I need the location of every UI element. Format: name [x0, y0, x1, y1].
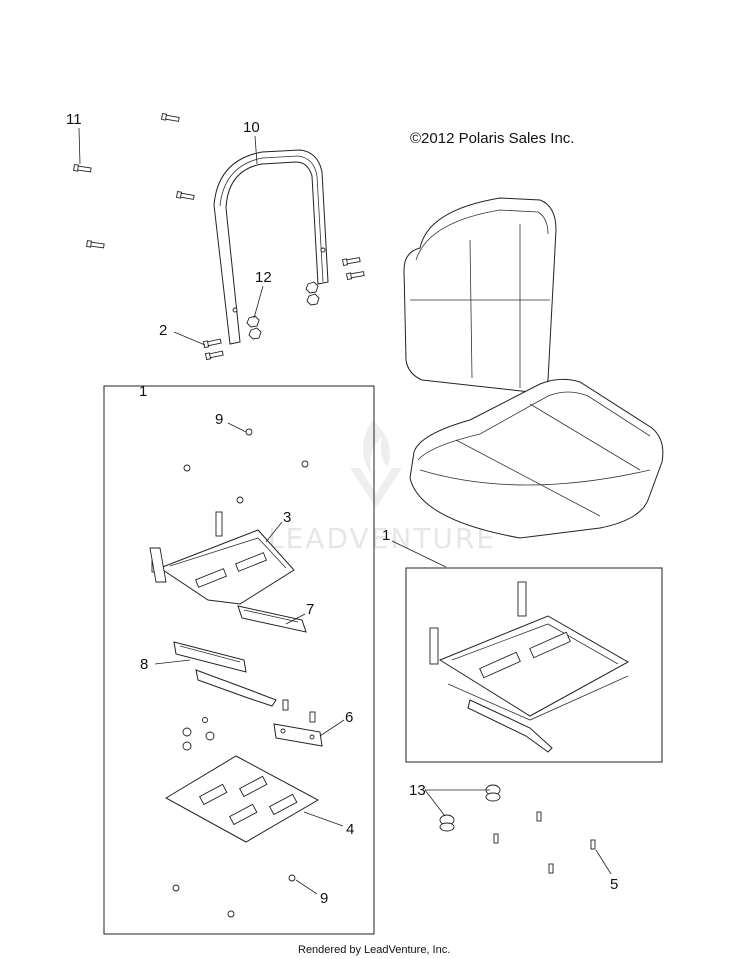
assembled-seat-base: [429, 581, 630, 753]
callout-6: 6: [345, 709, 353, 726]
grab-bar: [213, 149, 329, 345]
callout-7: 7: [306, 601, 314, 618]
bumpers-13: [439, 784, 501, 832]
watermark-text: LEADVENTURE: [268, 522, 496, 555]
copyright-text: ©2012 Polaris Sales Inc.: [410, 130, 574, 147]
callout-2: 2: [159, 322, 167, 339]
callout-9-bottom: 9: [320, 890, 328, 907]
screws-5: [493, 811, 596, 874]
seat-base-frame: [149, 511, 295, 605]
seat-rail-7: [237, 605, 307, 633]
seat-rail-8: [173, 641, 277, 707]
spacer-block: [273, 723, 323, 747]
seat-cushion: [409, 378, 664, 539]
kit-box-right: [405, 567, 663, 763]
seat-back: [403, 197, 557, 393]
leader-lines: [78, 127, 612, 895]
studs: [182, 699, 316, 751]
callout-labels: 11 10 12 2 1 9 3 7 8 6 4 9 1 13 5: [66, 111, 618, 907]
bolts-11: [73, 113, 365, 280]
nuts-12: [246, 281, 320, 340]
callout-5: 5: [610, 876, 618, 893]
callout-12: 12: [255, 269, 272, 286]
callout-13: 13: [409, 782, 426, 799]
callout-9-top: 9: [215, 411, 223, 428]
footer-text: Rendered by LeadVenture, Inc.: [298, 944, 450, 956]
callout-1-right: 1: [382, 527, 390, 544]
watermark-logo: [350, 420, 402, 508]
bolts-2: [202, 338, 224, 361]
mounting-plate: [164, 755, 320, 843]
kit-box-left: [103, 385, 375, 935]
callout-11: 11: [66, 111, 82, 128]
callout-8: 8: [140, 656, 148, 673]
nuts-9: [172, 428, 309, 918]
callout-10: 10: [243, 119, 260, 136]
callout-1-left: 1: [139, 383, 147, 400]
callout-4: 4: [346, 821, 354, 838]
callout-3: 3: [283, 509, 291, 526]
